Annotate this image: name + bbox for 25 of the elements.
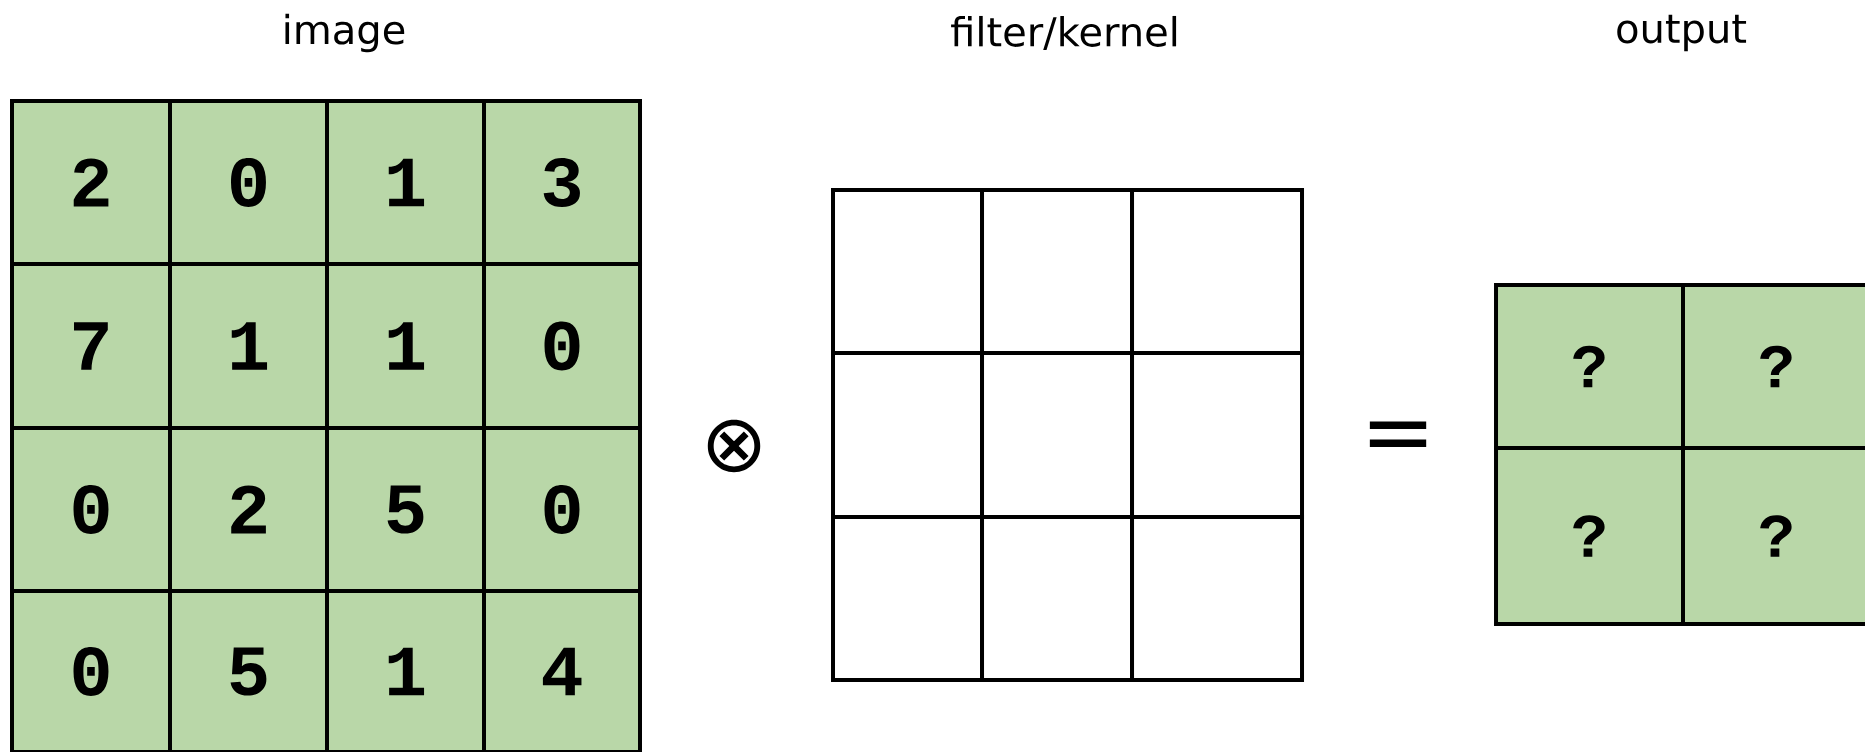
grid-cell: 1: [325, 262, 486, 430]
grid-cell: 5: [168, 589, 329, 752]
grid-cell: 0: [482, 262, 642, 430]
equals-sign: =: [1369, 421, 1427, 447]
grid-cell: 3: [482, 99, 642, 266]
grid-cell: ?: [1494, 446, 1685, 626]
grid-cell: 0: [10, 426, 172, 593]
grid-cell: 2: [10, 99, 172, 266]
grid-cell: 2: [168, 426, 329, 593]
grid-cell: ?: [1681, 283, 1865, 450]
grid-cell: 1: [168, 262, 329, 430]
heading: image: [285, 13, 405, 53]
grid-cell: ?: [1494, 283, 1685, 450]
grid-cell: 7: [10, 262, 172, 430]
heading: filter/kernel: [951, 15, 1177, 51]
grid-cell: 4: [482, 589, 642, 752]
convolution-symbol: ⊗: [707, 419, 761, 473]
grid-cell: 0: [10, 589, 172, 752]
grid-cell: 5: [325, 426, 486, 593]
grid-cell: 0: [482, 426, 642, 593]
heading: output: [1617, 14, 1747, 52]
grid-cell: 1: [325, 99, 486, 266]
grid-cell: 0: [168, 99, 329, 266]
grid-cell: ?: [1681, 446, 1865, 626]
grid-cell: 1: [325, 589, 486, 752]
